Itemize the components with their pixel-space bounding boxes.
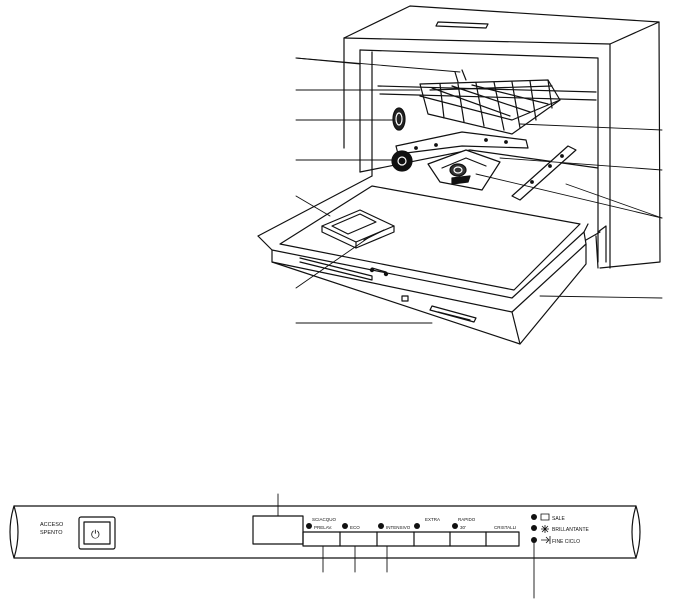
power-button[interactable] [78,516,116,550]
tub-back [359,49,599,263]
power-label-top: ACCESO [40,522,64,528]
program-label-5b: 30' [460,525,466,530]
program-label-4: INTENSIVO [386,525,411,530]
side-filter [392,107,406,131]
callout-lines-left [295,57,461,324]
program-leds [306,523,458,529]
filter-assembly [391,149,501,191]
detergent-dispenser [321,209,395,249]
cabinet [343,5,661,269]
indicator-leds [531,514,537,543]
power-label-bottom: SPENTO [40,530,63,536]
indicator-label-rinse: BRILLANTANTE [552,527,590,533]
rinse-aid-icon [541,525,549,533]
program-strip [302,531,520,547]
power-symbol: ⏻ [91,529,100,541]
callout-lines-right [475,123,663,299]
upper-spray-arm [395,131,529,155]
salt-icon [540,513,550,521]
top-slot [435,21,489,29]
program-label-6: CRISTALLI [494,525,516,530]
control-panel [9,505,641,559]
indicator-label-end: FINE CICLO [552,539,580,545]
program-label-5a: RAPIDO [458,517,476,522]
lower-spray-arm [511,145,577,201]
end-cycle-icon [541,536,551,544]
callout-lines-panel [277,493,535,599]
upper-basket [419,69,561,135]
program-label-1b: PRELAV. [314,525,332,530]
program-label-1a: SCIACQUO [312,517,337,522]
program-label-3: EXTRA [425,517,440,522]
program-label-2: ECO [350,525,360,530]
display-window [252,515,304,545]
door [257,175,599,345]
indicator-label-salt: SALE [552,516,565,522]
